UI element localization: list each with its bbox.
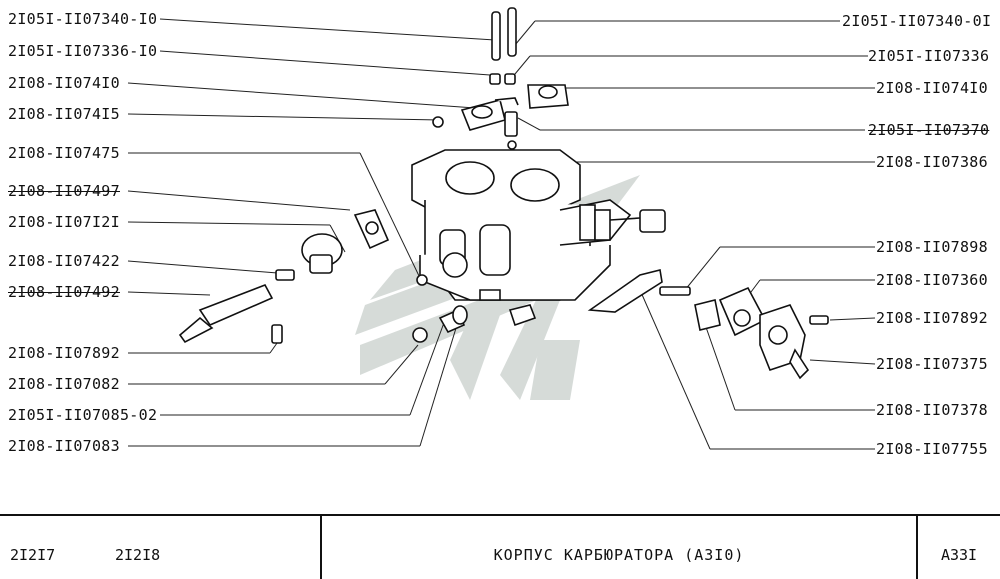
carburetor-body <box>411 149 666 327</box>
part-label-right: 2I05I-II07370 <box>868 121 990 139</box>
part-label-right: 2I08-II074I0 <box>876 79 988 97</box>
carburetor-illustration <box>127 7 876 450</box>
part-label-left: 2I05I-II07336-I0 <box>8 42 158 60</box>
part-label-left: 2I08-II074I0 <box>8 74 120 92</box>
drawing-title-cell: КОРПУС КАРБЮРАТОРА (А3I0) <box>320 516 916 579</box>
exploded-parts-diagram: 2I05I-II07340-I0 2I05I-II07336-I0 2I08-II0… <box>8 7 992 458</box>
part-label-right: 2I08-II07360 <box>876 271 988 289</box>
leader-lines <box>127 18 876 450</box>
left-parts <box>178 209 468 344</box>
drawing-title: КОРПУС КАРБЮРАТОРА (А3I0) <box>493 545 745 564</box>
top-parts <box>432 7 569 150</box>
part-label-left: 2I08-II07I2I <box>8 213 120 231</box>
part-label-left: 2I08-II07492 <box>8 283 120 301</box>
part-label-right: 2I08-II07898 <box>876 238 988 256</box>
right-parts <box>659 286 829 380</box>
part-label-left: 2I05I-II07085-02 <box>8 406 158 424</box>
part-label-left: 2I05I-II07340-I0 <box>8 10 158 28</box>
part-label-left: 2I08-II07422 <box>8 252 120 270</box>
part-label-right: 2I08-II07375 <box>876 355 988 373</box>
part-label-left: 2I08-II074I5 <box>8 105 120 123</box>
part-label-right: 2I08-II07755 <box>876 440 988 458</box>
part-label-right: 2I05I-II07336 <box>868 47 990 65</box>
model-code-b: 2I2I8 <box>115 546 161 564</box>
part-label-left: 2I08-II07082 <box>8 375 120 393</box>
sheet-number: А33I <box>940 545 978 564</box>
part-label-left: 2I08-II07497 <box>8 182 120 200</box>
sheet-number-cell: А33I <box>916 516 1000 579</box>
part-label-left: 2I08-II07083 <box>8 437 120 455</box>
part-label-right: 2I05I-II07340-0I <box>842 12 992 30</box>
title-block: 2I2I7 2I2I8 КОРПУС КАРБЮРАТОРА (А3I0) А3… <box>0 514 1000 579</box>
part-label-right: 2I08-II07386 <box>876 153 988 171</box>
part-label-right: 2I08-II07892 <box>876 309 988 327</box>
part-label-left: 2I08-II07892 <box>8 344 120 362</box>
part-label-left: 2I08-II07475 <box>8 144 120 162</box>
part-label-right: 2I08-II07378 <box>876 401 988 419</box>
model-code-a: 2I2I7 <box>10 546 56 564</box>
